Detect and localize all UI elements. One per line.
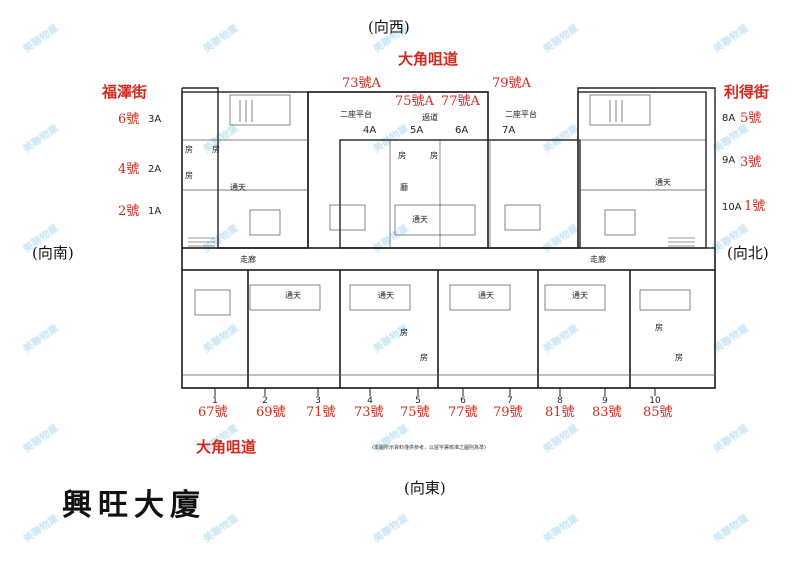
house-number: 83號 — [592, 405, 622, 420]
house-number: 75號 — [400, 405, 430, 420]
unit-label: 6A — [455, 125, 468, 136]
plan-room-label: 房 — [420, 352, 428, 362]
plan-room-label: 通天 — [412, 214, 428, 224]
plan-room-label: 通天 — [572, 290, 588, 300]
street-top: 大角咀道 — [398, 50, 459, 68]
building-name: 興旺大廈 — [62, 488, 206, 523]
house-number: 73號 — [354, 405, 384, 420]
house-number: 67號 — [198, 405, 228, 420]
house-number: 77號A — [441, 94, 480, 109]
plan-room-label: 二座平台 — [505, 109, 537, 119]
grid-number: 3 — [315, 396, 321, 406]
upper-center-wing — [307, 91, 489, 249]
plan-room-label: 房 — [185, 144, 193, 154]
direction-south: (向南) — [32, 244, 74, 262]
grid-number: 4 — [367, 396, 373, 406]
unit-label: 10A — [722, 202, 742, 213]
direction-east: (向東) — [404, 479, 446, 497]
unit-label: 9A — [722, 155, 735, 166]
plan-room-label: 房 — [675, 352, 683, 362]
plan-room-label: 房 — [185, 170, 193, 180]
grid-number: 9 — [602, 396, 608, 406]
plan-room-label: 過道 — [422, 112, 438, 122]
grid-number: 10 — [649, 396, 661, 406]
house-number: 3號 — [740, 155, 762, 170]
plan-room-label: 通天 — [478, 290, 494, 300]
plan-room-label: 二座平台 — [340, 109, 372, 119]
unit-label: 1A — [148, 206, 161, 217]
unit-label: 3A — [148, 114, 161, 125]
house-number: 75號A — [395, 94, 434, 109]
grid-number: 8 — [557, 396, 563, 406]
plan-room-label: 廳 — [400, 182, 408, 192]
unit-label: 2A — [148, 164, 161, 175]
street-right: 利得街 — [724, 83, 770, 101]
corridor — [181, 247, 716, 271]
unit-label: 4A — [363, 125, 376, 136]
house-number: 85號 — [643, 405, 673, 420]
grid-number: 1 — [212, 396, 218, 406]
unit-label: 8A — [722, 113, 735, 124]
house-number: 79號 — [493, 405, 523, 420]
plan-room-label: 走廊 — [240, 254, 256, 264]
street-bottom: 大角咀道 — [196, 438, 257, 456]
house-number: 79號A — [492, 76, 531, 91]
direction-west: (向西) — [368, 18, 410, 36]
street-left: 福澤街 — [102, 83, 148, 101]
plan-room-label: 通天 — [378, 290, 394, 300]
plan-room-label: 通天 — [285, 290, 301, 300]
house-number: 81號 — [545, 405, 575, 420]
house-number: 1號 — [744, 199, 766, 214]
grid-number: 7 — [507, 396, 513, 406]
house-number: 69號 — [256, 405, 286, 420]
unit-label: 7A — [502, 125, 515, 136]
house-number: 73號A — [342, 76, 381, 91]
plan-room-label: 通天 — [655, 177, 671, 187]
grid-number: 5 — [415, 396, 421, 406]
plan-room-label: 房 — [400, 327, 408, 337]
upper-left-wing — [181, 91, 309, 249]
house-number: 5號 — [740, 111, 762, 126]
grid-number: 6 — [460, 396, 466, 406]
building-outline — [181, 87, 716, 389]
house-number: 2號 — [118, 204, 140, 219]
grid-number: 2 — [262, 396, 268, 406]
plan-room-label: 房 — [655, 322, 663, 332]
unit-label: 5A — [410, 125, 423, 136]
house-number: 71號 — [306, 405, 336, 420]
direction-north: (向北) — [727, 244, 769, 262]
house-number: 6號 — [118, 112, 140, 127]
note-text: (本圖所示資料僅供參考，以屋宇署核准之圖則為準) — [372, 444, 486, 451]
house-number: 4號 — [118, 162, 140, 177]
plan-room-label: 房 — [212, 144, 220, 154]
plan-room-label: 房 — [430, 150, 438, 160]
plan-room-label: 通天 — [230, 182, 246, 192]
upper-right-wing — [577, 91, 707, 249]
plan-room-label: 走廊 — [590, 254, 606, 264]
plan-room-label: 房 — [398, 150, 406, 160]
house-number: 77號 — [448, 405, 478, 420]
